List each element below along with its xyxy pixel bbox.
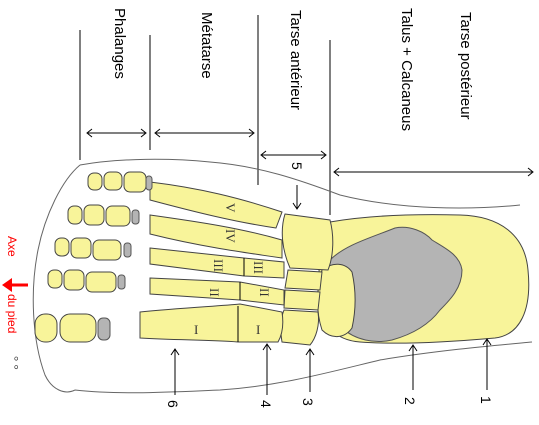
number-label-1: 1 xyxy=(478,396,494,404)
cuneiform-intermediate-bone xyxy=(284,290,320,310)
phalanx-bone xyxy=(55,238,69,256)
pointer-1: 1 xyxy=(478,339,494,404)
region-arrows xyxy=(87,129,533,176)
axis-label-line2: du pied xyxy=(5,294,19,333)
number-label-6: 6 xyxy=(165,400,181,408)
metatarsal-i-bone xyxy=(140,304,283,342)
label-tarse-posterieur: Tarse postérieur xyxy=(457,12,474,120)
pointer-6: 6 xyxy=(165,349,181,408)
sesamoid-bone xyxy=(146,176,152,190)
phalanx-bone xyxy=(64,270,84,290)
axis-label-line1: Axe xyxy=(5,236,19,257)
phalanx-bone xyxy=(71,238,91,258)
label-phalanges: Phalanges xyxy=(111,8,128,79)
cuneiform-medial-bone xyxy=(281,310,319,345)
roman-label: I xyxy=(194,322,198,337)
pointer-5: 5 xyxy=(289,162,305,209)
label-metatarse: Métatarse xyxy=(198,12,215,79)
phalanx-bone xyxy=(68,206,82,224)
navicular-bone xyxy=(318,264,356,336)
phalanx-bone xyxy=(60,314,96,342)
roman-label: II xyxy=(257,288,272,297)
roman-label: III xyxy=(211,259,226,272)
phalanx-bone xyxy=(88,173,102,190)
small-mark: ° ° xyxy=(7,356,22,370)
sesamoid-bone xyxy=(124,243,131,257)
cuneiform-lateral-bone xyxy=(285,270,322,290)
label-tarse-anterieur: Tarse antérieur xyxy=(287,10,304,110)
phalanx-bone xyxy=(35,314,57,342)
roman-label: II xyxy=(207,288,222,297)
axis-arrowhead-icon xyxy=(2,278,12,292)
roman-label: I xyxy=(256,322,260,337)
phalanx-bone xyxy=(86,272,116,292)
number-label-2: 2 xyxy=(402,397,418,405)
cuboid-bone xyxy=(282,214,333,270)
number-label-5: 5 xyxy=(289,162,305,170)
phalanx-bone xyxy=(124,172,146,192)
roman-label: IV xyxy=(223,229,238,243)
phalanx-bone xyxy=(106,206,130,226)
sesamoid-bone xyxy=(98,318,110,340)
number-label-3: 3 xyxy=(300,398,316,406)
phalanges-group xyxy=(35,172,152,342)
phalanx-bone xyxy=(48,270,62,288)
sesamoid-bone xyxy=(118,275,125,289)
pointer-4: 4 xyxy=(258,344,274,408)
roman-label: III xyxy=(251,261,266,274)
phalanx-bone xyxy=(84,205,104,225)
phalanx-bone xyxy=(104,172,122,190)
roman-label: V xyxy=(223,203,238,213)
foot-axis: Axe du pied xyxy=(2,236,28,333)
phalanx-bone xyxy=(93,240,121,260)
sesamoid-bone xyxy=(132,210,139,224)
label-talus-calcaneus: Talus + Calcaneus xyxy=(398,8,415,131)
pointer-2: 2 xyxy=(402,345,418,405)
number-label-4: 4 xyxy=(258,400,274,408)
